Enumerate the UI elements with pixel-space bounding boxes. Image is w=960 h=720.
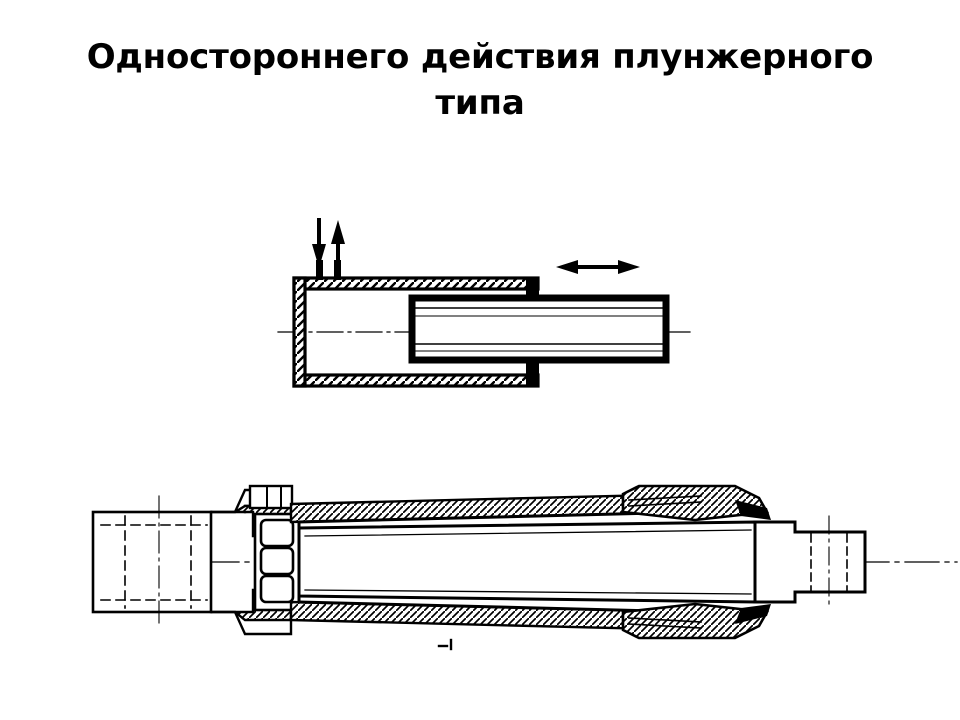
single-acting-plunger-cylinder-schematic [270, 210, 691, 420]
flow-out-arrow [331, 220, 345, 270]
mounting-boss [91, 495, 213, 627]
title-line-1: Одностороннего действия плунжерного [86, 37, 874, 77]
motion-arrow [556, 260, 640, 274]
title-line-2: типа [435, 83, 525, 123]
plunger-cylinder-cross-section [91, 450, 960, 670]
rod-end [753, 515, 867, 609]
cylinder-barrel [292, 276, 540, 388]
plunger [297, 520, 757, 604]
packing-seal [253, 508, 301, 616]
plunger-rod [408, 294, 670, 364]
gland-nut [621, 484, 771, 640]
page-title: Одностороннего действия плунжерного типа [0, 34, 960, 126]
flow-in-arrow [312, 218, 326, 268]
inlet-port [316, 260, 323, 280]
leader-tick [437, 638, 453, 651]
